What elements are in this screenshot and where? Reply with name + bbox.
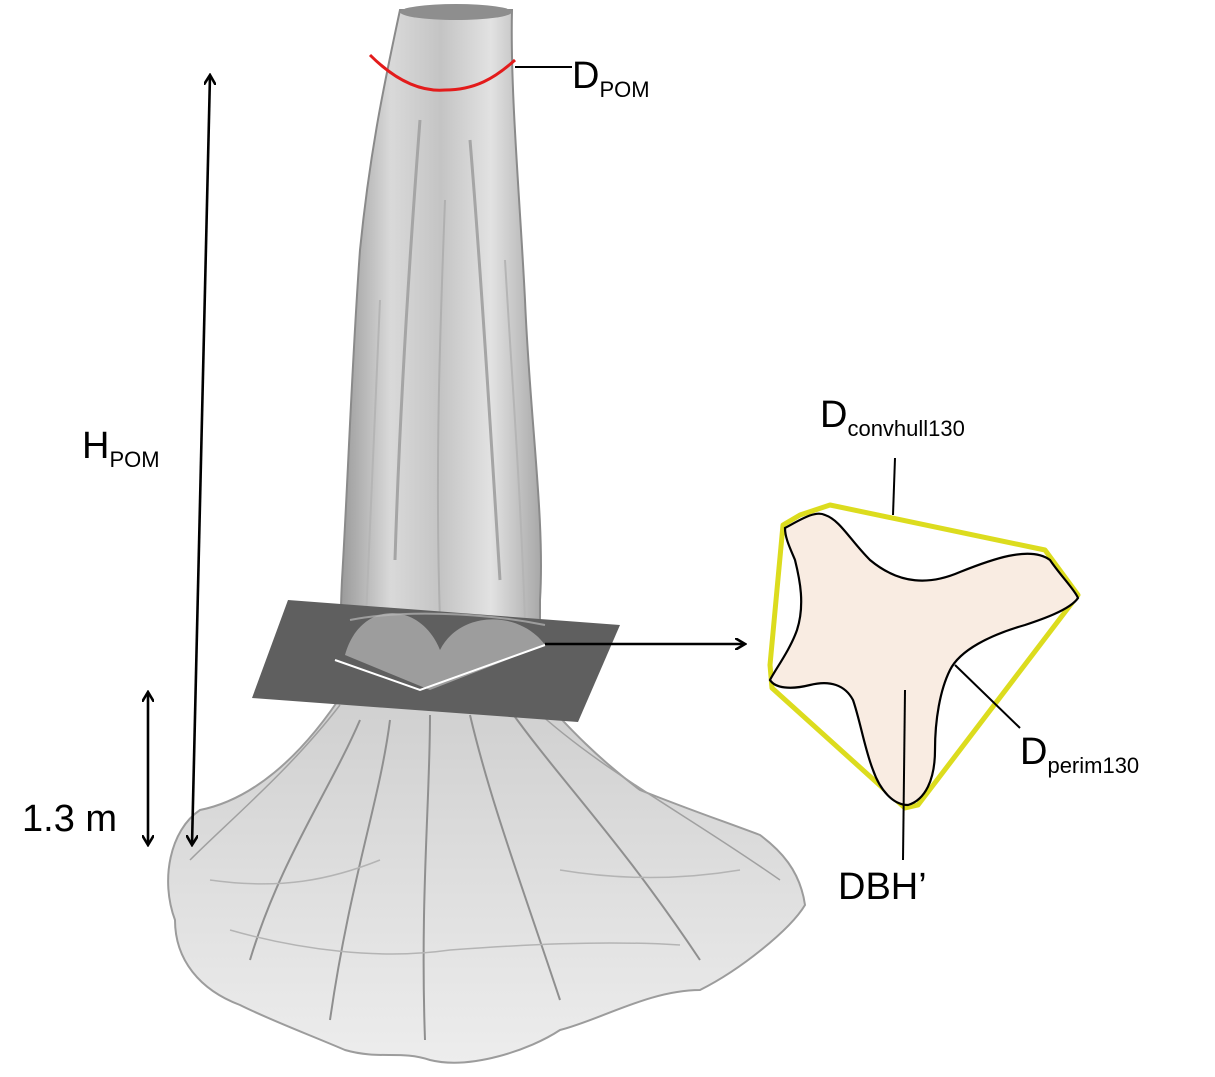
slice-plane — [252, 600, 620, 722]
d-perim-label: Dperim130 — [1020, 733, 1139, 777]
convhull-leader-line — [893, 458, 895, 515]
d-pom-label: DPOM — [572, 57, 650, 101]
perim-leader-line — [955, 665, 1020, 728]
height-marker-label: 1.3 m — [22, 800, 117, 838]
hpom-double-arrow — [192, 75, 210, 845]
cross-section — [770, 458, 1078, 860]
trunk-column — [341, 4, 541, 695]
h-pom-label: HPOM — [82, 427, 160, 471]
dbh-label: DBH’ — [838, 868, 927, 906]
trunk-base — [168, 690, 805, 1063]
d-convhull-label: Dconvhull130 — [820, 396, 965, 440]
